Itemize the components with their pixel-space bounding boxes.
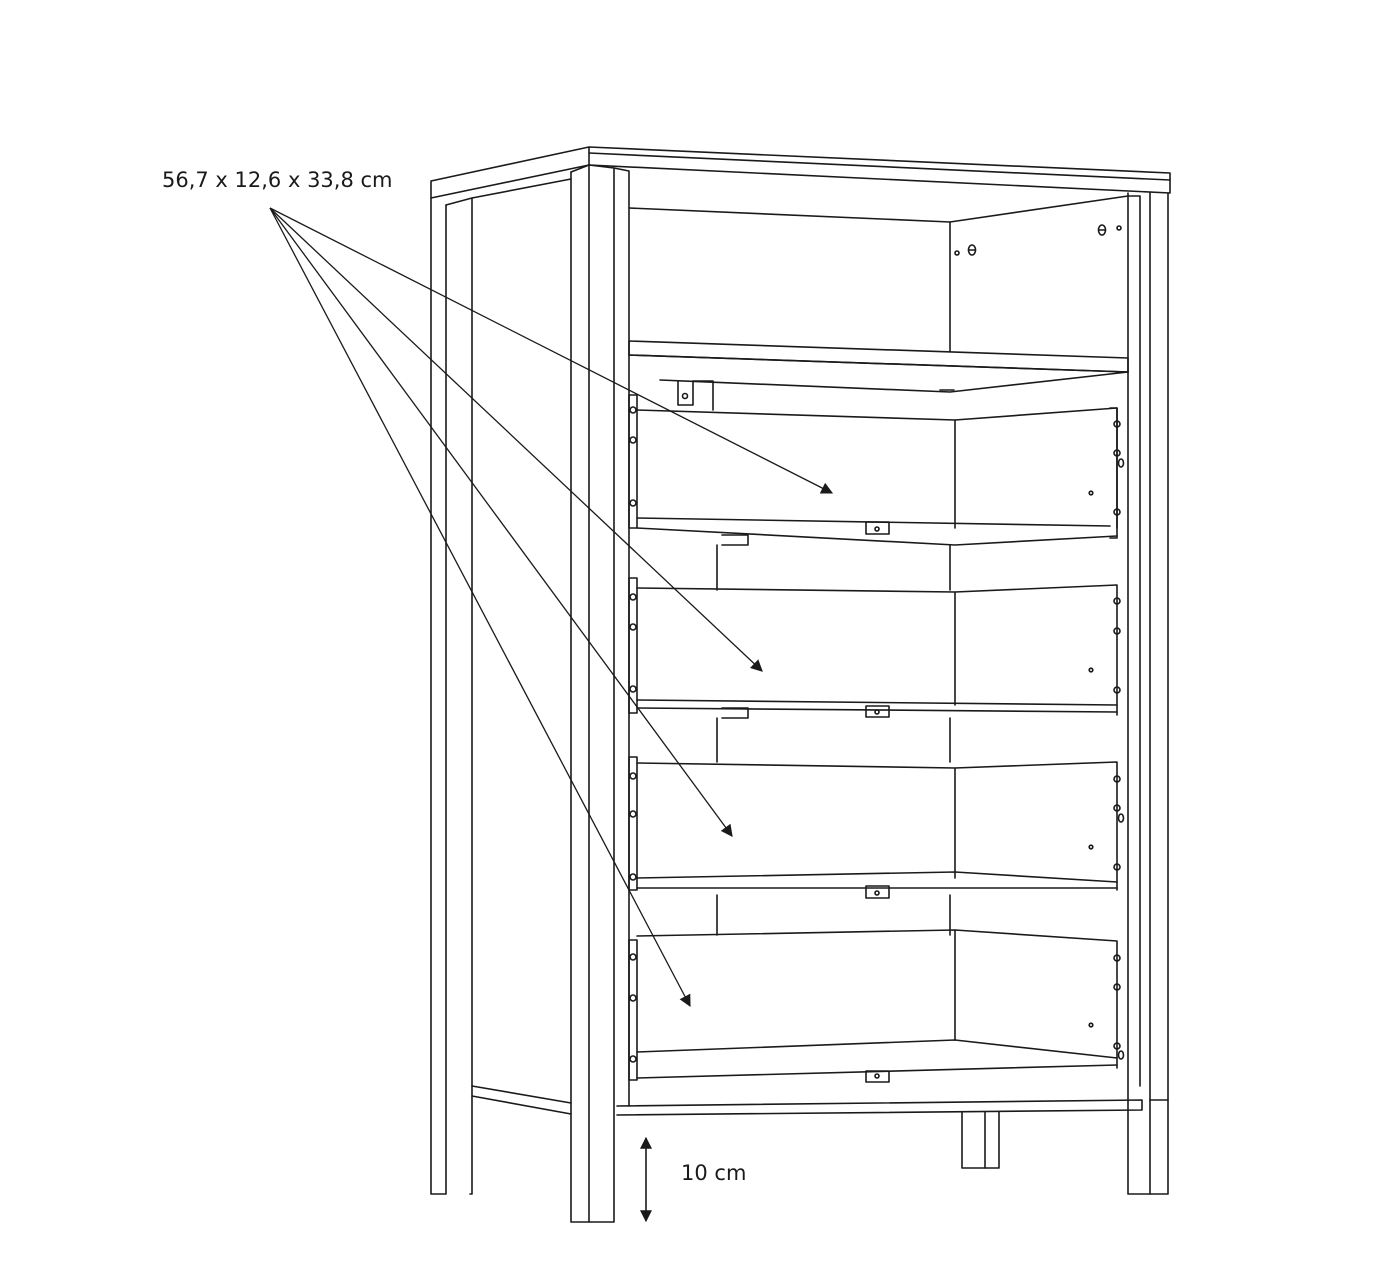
- drawer-dimensions-label: 56,7 x 12,6 x 33,8 cm: [162, 168, 393, 192]
- back-right-leg: [961, 1111, 1000, 1169]
- leader-arrow-3: [269, 207, 733, 837]
- top-board: [430, 146, 1171, 199]
- drawer-4: [628, 894, 1121, 1083]
- drawer-dimension-leaders: [269, 207, 834, 1008]
- drawer-3: [628, 717, 1121, 899]
- leader-arrow-4: [269, 207, 691, 1008]
- leg-height-label: 10 cm: [681, 1161, 747, 1185]
- front-right-post: [1127, 192, 1169, 1195]
- leader-arrow-1: [269, 207, 834, 494]
- front-left-post: [570, 164, 615, 1223]
- hardware-marks: [954, 224, 1125, 1060]
- left-side-panel: [430, 178, 572, 1195]
- top-shelf: [628, 340, 1129, 411]
- drawer-2: [628, 544, 1121, 719]
- carcass: [613, 167, 1143, 1116]
- drawer-1: [628, 394, 1121, 546]
- leader-arrow-2: [269, 207, 763, 672]
